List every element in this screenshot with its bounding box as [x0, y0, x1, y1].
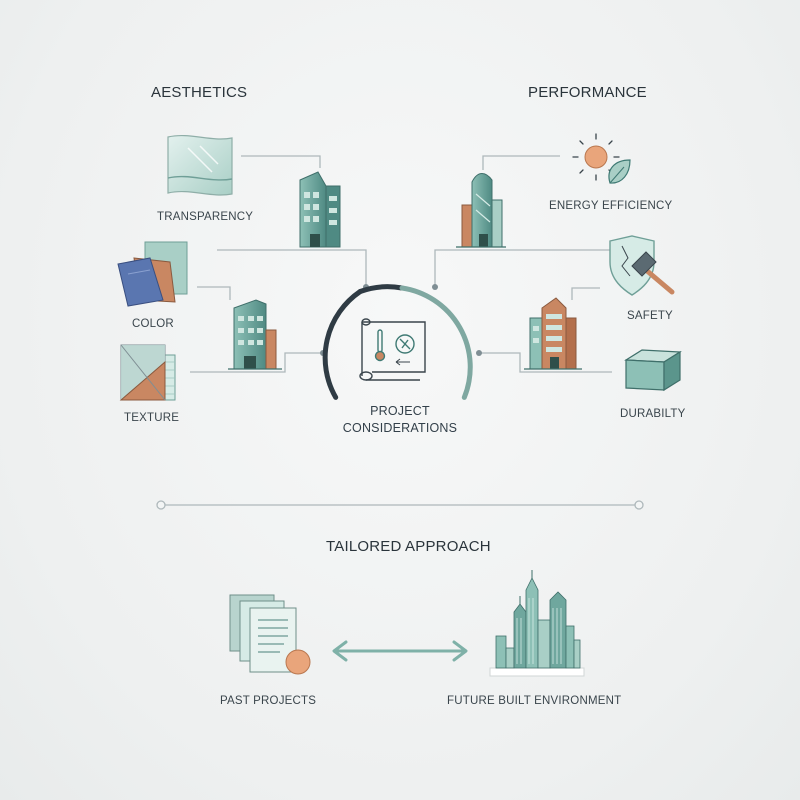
shield-hammer-icon: [609, 235, 675, 296]
double-arrow-icon: [332, 640, 468, 662]
blueprint-icon: [359, 318, 426, 381]
office-tower-icon: [299, 171, 341, 248]
brick-building-icon: [524, 297, 582, 370]
center-ring: [322, 284, 473, 400]
skyline-icon: [489, 570, 585, 677]
center-title: PROJECT CONSIDERATIONS: [330, 403, 470, 437]
label-future-built-environment: FUTURE BUILT ENVIRONMENT: [447, 695, 622, 707]
section-divider: [156, 500, 644, 510]
center-title-line1: PROJECT: [370, 404, 430, 418]
section-title-tailored: TAILORED APPROACH: [326, 538, 491, 555]
label-texture: TEXTURE: [124, 412, 180, 424]
glass-panel-icon: [167, 134, 233, 196]
connector-lines: [190, 155, 612, 373]
label-safety: SAFETY: [627, 310, 673, 322]
color-swatches-icon: [117, 241, 188, 307]
label-durability: DURABILTY: [620, 408, 686, 420]
documents-icon: [229, 594, 311, 675]
center-title-line2: CONSIDERATIONS: [342, 421, 458, 435]
label-color: COLOR: [132, 318, 174, 330]
section-title-performance: PERFORMANCE: [528, 84, 647, 101]
section-title-aesthetics: AESTHETICS: [151, 84, 248, 101]
texture-samples-icon: [119, 344, 176, 401]
sun-leaf-icon: [572, 133, 631, 184]
label-transparency: TRANSPARENCY: [157, 211, 254, 223]
mid-rise-building-icon: [228, 299, 282, 370]
label-energy-efficiency: ENERGY EFFICIENCY: [549, 200, 673, 212]
cube-icon: [624, 349, 682, 392]
glass-tower-icon: [456, 173, 506, 248]
label-past-projects: PAST PROJECTS: [220, 695, 317, 707]
